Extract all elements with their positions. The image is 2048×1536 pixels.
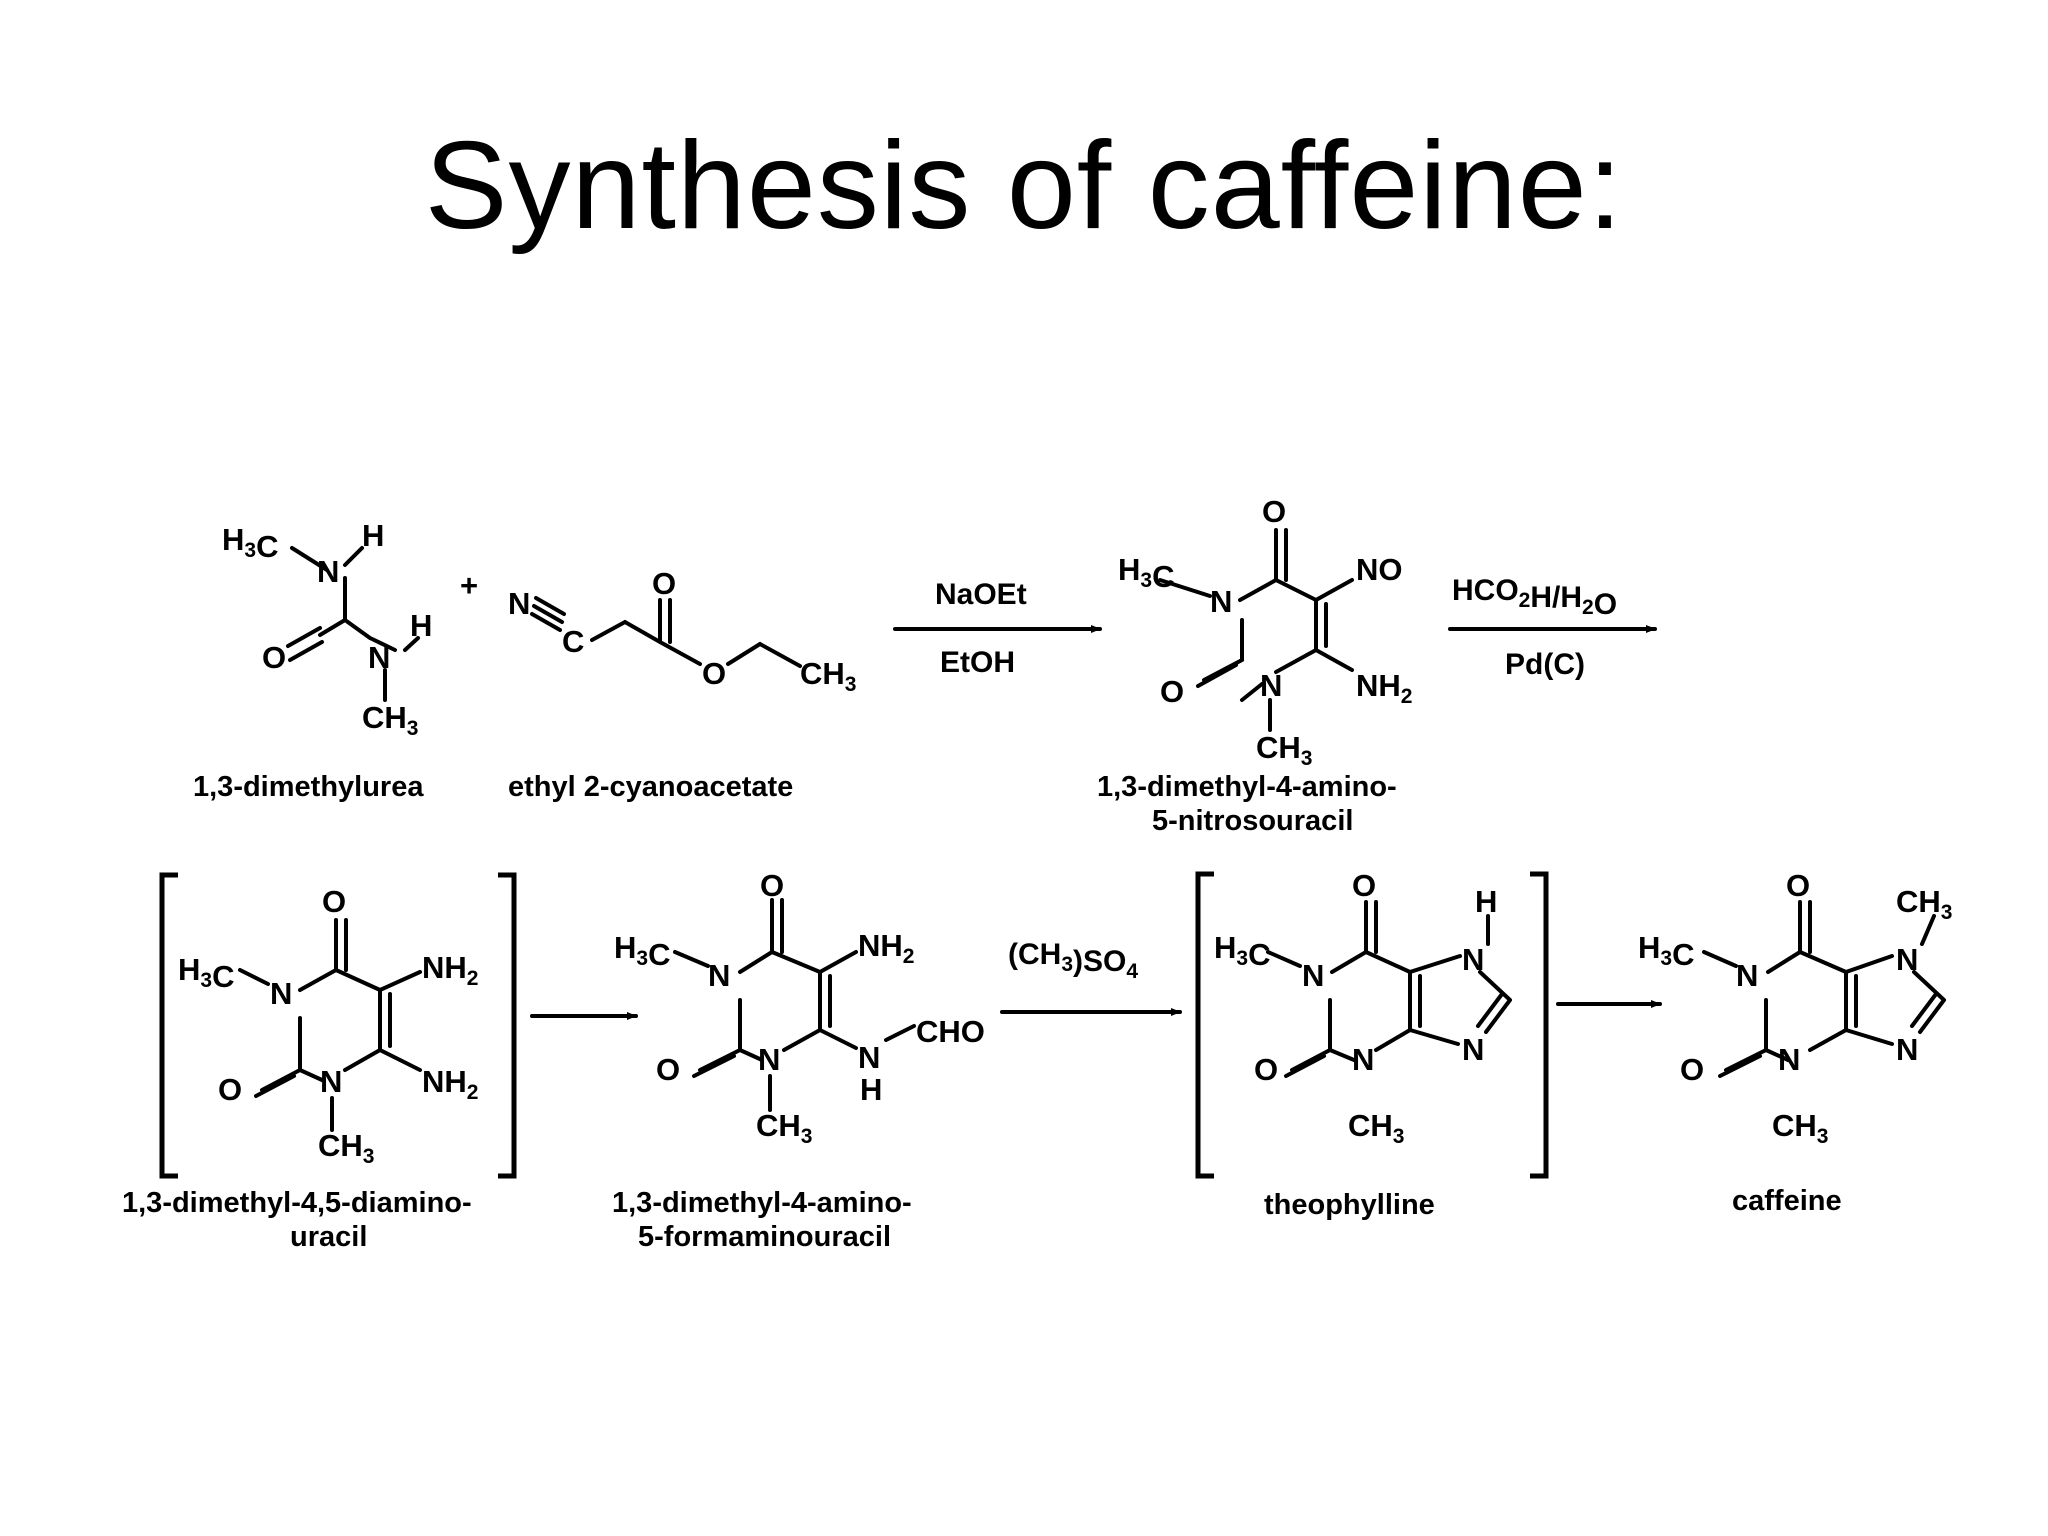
bracket-left	[159, 872, 178, 1179]
atom-n: N	[1462, 942, 1484, 977]
reagent-etoh: EtOH	[940, 646, 1015, 679]
atom-ch3: CH3	[800, 656, 856, 696]
atom-ch3: CH3	[318, 1128, 374, 1168]
atom-n: N	[1352, 1042, 1374, 1077]
atom-n: N	[1896, 942, 1918, 977]
atom-ch3: CH3	[362, 700, 418, 740]
atom-ch3: CH3	[756, 1108, 812, 1148]
atom-h3c: H3C	[222, 522, 278, 564]
label-formaminouracil-2: 5-formaminouracil	[638, 1221, 891, 1253]
atom-nh2: NH2	[1356, 668, 1412, 708]
atom-n: N	[1260, 668, 1282, 703]
atom-n: N	[858, 1040, 880, 1075]
atom-h: H	[362, 518, 384, 553]
atom-ch3: CH3	[1772, 1108, 1828, 1148]
atom-nh2: NH2	[422, 1064, 478, 1104]
label-nitrosouracil-1: 1,3-dimethyl-4-amino-	[1097, 771, 1397, 803]
atom-o: O	[1786, 868, 1810, 903]
atom-n: N	[317, 554, 339, 589]
label-formaminouracil-1: 1,3-dimethyl-4-amino-	[612, 1187, 912, 1219]
formaminouracil-structure: H3C N O NH2 O N N CHO H CH3	[614, 868, 985, 1148]
atom-o: O	[656, 1052, 680, 1087]
diaminouracil-structure: H3C N O NH2 O N NH2 CH3	[178, 884, 478, 1168]
atom-h: H	[410, 608, 432, 643]
atom-n: N	[1462, 1032, 1484, 1067]
atom-nh2: NH2	[422, 950, 478, 990]
bracket-right	[1530, 871, 1549, 1179]
theophylline-structure: H3C N O H N N O N CH3	[1214, 868, 1512, 1148]
atom-o: O	[652, 566, 676, 601]
atom-nh2: NH2	[858, 928, 914, 968]
atom-o: O	[760, 868, 784, 903]
atom-h3c: H3C	[614, 930, 670, 972]
atom-c: C	[562, 624, 584, 659]
atom-h3c: H3C	[1118, 552, 1174, 594]
label-diaminouracil-2: uracil	[290, 1221, 367, 1253]
atom-no: NO	[1356, 552, 1403, 587]
atom-o: O	[1160, 674, 1184, 709]
atom-n: N	[1896, 1032, 1918, 1067]
reagent-formic-acid: HCO2H/H2O	[1452, 574, 1617, 621]
atom-o: O	[1352, 868, 1376, 903]
atom-n: N	[320, 1064, 342, 1099]
bracket-right	[498, 872, 517, 1179]
atom-n: N	[270, 976, 292, 1011]
atom-h3c: H3C	[1638, 930, 1694, 972]
atom-o: O	[322, 884, 346, 919]
cyanoacetate-structure: N C O O CH3	[508, 566, 856, 696]
reagent-naoet: NaOEt	[935, 578, 1027, 611]
label-dimethylurea: 1,3-dimethylurea	[193, 771, 424, 803]
atom-o: O	[702, 656, 726, 691]
atom-n: N	[1736, 958, 1758, 993]
atom-n: N	[368, 640, 390, 675]
bracket-left	[1195, 871, 1214, 1179]
caffeine-structure: H3C N O CH3 N N O N CH3	[1638, 868, 1952, 1148]
atom-cho: CHO	[916, 1014, 985, 1049]
reagent-pd-c: Pd(C)	[1505, 648, 1585, 681]
atom-h3c: H3C	[1214, 930, 1270, 972]
atom-ch3: CH3	[1896, 884, 1952, 924]
label-diaminouracil-1: 1,3-dimethyl-4,5-diamino-	[122, 1187, 472, 1219]
atom-o: O	[218, 1072, 242, 1107]
atom-h: H	[1475, 884, 1497, 919]
dimethylurea-structure: H3C N H O N H CH3 +	[222, 518, 478, 740]
atom-n: N	[758, 1042, 780, 1077]
atom-ch3: CH3	[1256, 730, 1312, 770]
atom-o: O	[1254, 1052, 1278, 1087]
atom-h3c: H3C	[178, 952, 234, 994]
atom-o: O	[1262, 494, 1286, 529]
label-nitrosouracil-2: 5-nitrosouracil	[1152, 805, 1353, 837]
atom-h: H	[860, 1072, 882, 1107]
slide-title: Synthesis of caffeine:	[424, 117, 1624, 255]
atom-n: N	[508, 586, 530, 621]
reagent-methyl-sulfate: (CH3)SO4	[1008, 938, 1138, 983]
plus-sign: +	[460, 568, 478, 603]
label-theophylline: theophylline	[1264, 1189, 1435, 1221]
atom-ch3: CH3	[1348, 1108, 1404, 1148]
atom-n: N	[1210, 584, 1232, 619]
atom-o: O	[262, 640, 286, 675]
label-caffeine: caffeine	[1732, 1185, 1842, 1217]
label-cyanoacetate: ethyl 2-cyanoacetate	[508, 771, 793, 803]
nitrosouracil-structure: H3C N O NO O N NH2 CH3	[1118, 494, 1412, 770]
atom-n: N	[1778, 1042, 1800, 1077]
atom-n: N	[1302, 958, 1324, 993]
atom-o: O	[1680, 1052, 1704, 1087]
atom-n: N	[708, 958, 730, 993]
